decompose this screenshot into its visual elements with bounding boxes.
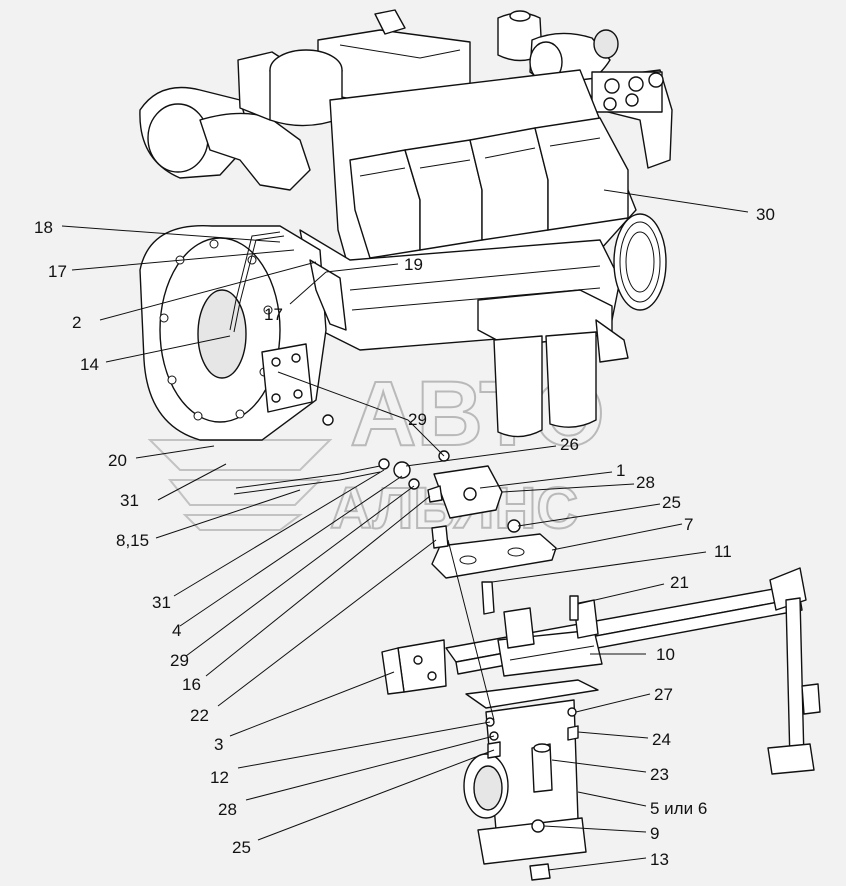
bolt-11 bbox=[481, 581, 495, 615]
callout-1: 1 bbox=[616, 461, 625, 480]
callout-9: 9 bbox=[650, 824, 659, 843]
washer-9 bbox=[531, 819, 545, 833]
callout-28: 28 bbox=[636, 473, 655, 492]
callout-16: 16 bbox=[182, 675, 201, 694]
filter-left bbox=[493, 335, 543, 438]
callout-19: 19 bbox=[404, 255, 423, 274]
front-mount-parts bbox=[233, 414, 557, 615]
callout-21: 21 bbox=[670, 573, 689, 592]
filter-right bbox=[545, 331, 597, 428]
mount-pad-7 bbox=[431, 533, 557, 579]
flywheel-center bbox=[197, 289, 247, 379]
callout-5-or-6: 5 или 6 bbox=[650, 799, 707, 818]
valve-covers bbox=[349, 117, 629, 259]
callout-18: 18 bbox=[34, 218, 53, 237]
callout-26: 26 bbox=[560, 435, 579, 454]
callout-8-15: 8,15 bbox=[116, 531, 149, 550]
callout-29b: 29 bbox=[170, 651, 189, 670]
nut-24 bbox=[567, 725, 579, 741]
side-bracket bbox=[309, 259, 347, 331]
rod-8-15 bbox=[235, 465, 381, 489]
callout-22: 22 bbox=[190, 706, 209, 725]
block-13 bbox=[529, 863, 551, 881]
callout-27: 27 bbox=[654, 685, 673, 704]
leader-lines bbox=[61, 189, 749, 871]
callout-28b: 28 bbox=[218, 800, 237, 819]
callout-17b: 17 bbox=[264, 305, 283, 324]
callout-13: 13 bbox=[650, 850, 669, 869]
callout-29: 29 bbox=[408, 410, 427, 429]
crank-pulley bbox=[613, 213, 667, 311]
filter-bracket bbox=[595, 319, 629, 363]
callout-23: 23 bbox=[650, 765, 669, 784]
frame-foot bbox=[767, 743, 815, 775]
callout-2: 2 bbox=[72, 313, 81, 332]
callout-17: 17 bbox=[48, 262, 67, 281]
bolt-21 bbox=[569, 595, 579, 621]
washer-27 bbox=[567, 707, 577, 717]
callout-3: 3 bbox=[214, 735, 223, 754]
callout-31: 31 bbox=[120, 491, 139, 510]
callout-11: 11 bbox=[714, 542, 732, 561]
lower-support bbox=[463, 699, 587, 881]
callout-labels: 18 17 2 14 19 17 30 29 20 26 1 28 31 25 … bbox=[34, 205, 775, 869]
bolt-22 bbox=[431, 525, 449, 549]
breather-tube bbox=[229, 231, 281, 331]
callout-24: 24 bbox=[652, 730, 671, 749]
callout-25b: 25 bbox=[232, 838, 251, 857]
callout-25: 25 bbox=[662, 493, 681, 512]
callout-10: 10 bbox=[656, 645, 675, 664]
callout-12: 12 bbox=[210, 768, 229, 787]
callout-7: 7 bbox=[684, 515, 693, 534]
frame-leg bbox=[785, 597, 805, 763]
support-frame bbox=[381, 567, 821, 775]
engine-assembly bbox=[139, 9, 673, 441]
callout-20: 20 bbox=[108, 451, 127, 470]
intake-flange bbox=[374, 9, 406, 35]
mount-plate bbox=[465, 679, 599, 709]
callout-30: 30 bbox=[756, 205, 775, 224]
bracket-3 bbox=[397, 639, 447, 693]
callout-31b: 31 bbox=[152, 593, 171, 612]
washer-26 bbox=[393, 461, 411, 479]
callout-14: 14 bbox=[80, 355, 99, 374]
housing-mount-pad bbox=[261, 343, 313, 413]
callout-4: 4 bbox=[172, 621, 181, 640]
